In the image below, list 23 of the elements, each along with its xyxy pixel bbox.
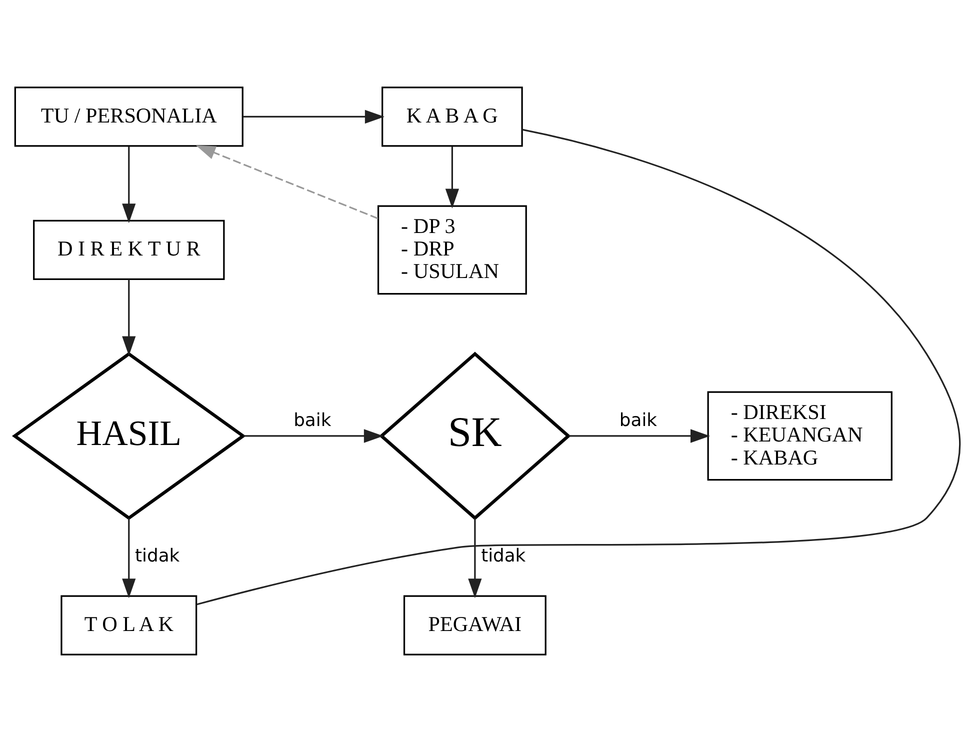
edge-label: tidak <box>481 546 526 567</box>
arrow <box>243 429 384 443</box>
arrow <box>122 518 136 598</box>
arrow <box>568 429 710 443</box>
arrow <box>196 145 378 220</box>
node-box: TU / PERSONALIA <box>14 86 244 147</box>
edge-label: baik <box>294 410 332 431</box>
node-box: K A B A G <box>382 86 523 147</box>
arrow <box>122 279 136 356</box>
node-box: - DIREKSI - KEUANGAN - KABAG <box>707 391 892 481</box>
connector <box>196 128 960 606</box>
node-diamond: SK <box>379 352 571 520</box>
arrow <box>468 518 482 598</box>
edge-label: tidak <box>135 546 180 567</box>
node-box: T O L A K <box>60 595 198 656</box>
arrow <box>243 110 384 124</box>
node-box: D I R E K T U R <box>33 220 225 280</box>
node-box: PEGAWAI <box>403 595 546 656</box>
node-box: - DP 3 - DRP - USULAN <box>377 205 527 295</box>
edge-label: baik <box>619 410 658 431</box>
arrow <box>445 146 460 208</box>
node-diamond: HASIL <box>12 352 246 520</box>
arrow <box>122 146 136 224</box>
